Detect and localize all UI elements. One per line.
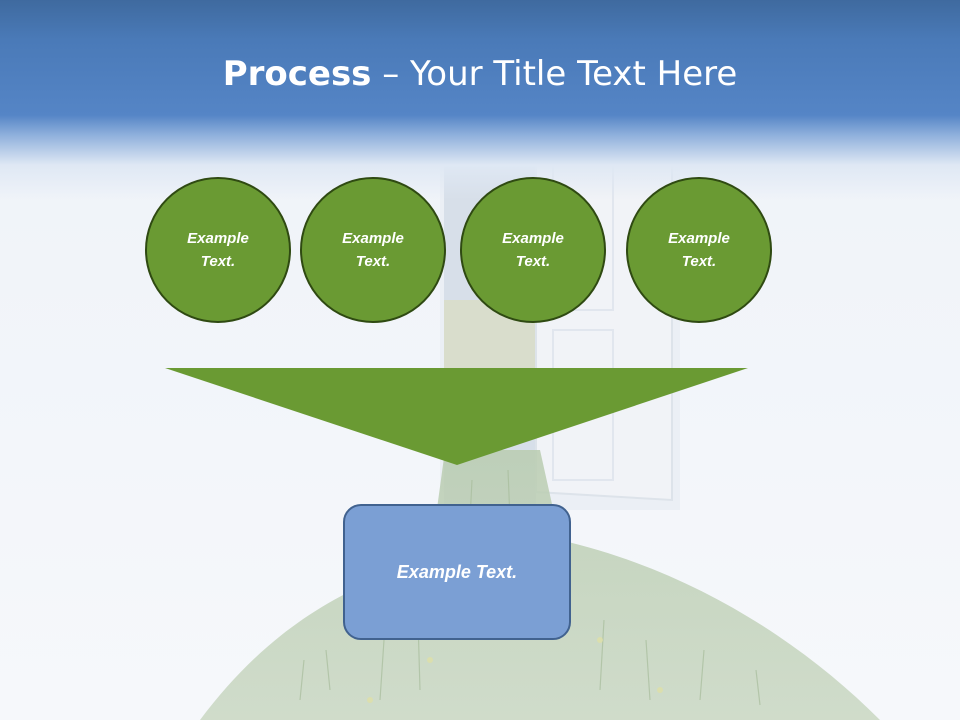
step-4-line-1: Example: [668, 230, 730, 247]
step-3-line-2: Text.: [515, 253, 551, 270]
title-bold-part: Process: [222, 54, 372, 94]
page-title: Process – Your Title Text Here: [0, 52, 960, 96]
step-circle-3: Example Text.: [460, 177, 606, 323]
step-3-line-1: Example: [502, 230, 564, 247]
step-1-line-1: Example: [187, 230, 249, 247]
step-2-line-1: Example: [342, 230, 404, 247]
title-band: [0, 0, 960, 200]
step-4-text: Example Text.: [654, 227, 744, 273]
step-2-text: Example Text.: [328, 227, 418, 273]
step-circle-4: Example Text.: [626, 177, 772, 323]
step-circle-1: Example Text.: [145, 177, 291, 323]
result-box: Example Text.: [343, 504, 571, 640]
step-3-text: Example Text.: [488, 227, 578, 273]
step-2-line-2: Text.: [355, 253, 391, 270]
title-rest-part: – Your Title Text Here: [371, 54, 738, 94]
step-4-line-2: Text.: [681, 253, 717, 270]
step-1-line-2: Text.: [200, 253, 236, 270]
step-1-text: Example Text.: [173, 227, 263, 273]
result-text: Example Text.: [396, 561, 518, 582]
step-circle-2: Example Text.: [300, 177, 446, 323]
